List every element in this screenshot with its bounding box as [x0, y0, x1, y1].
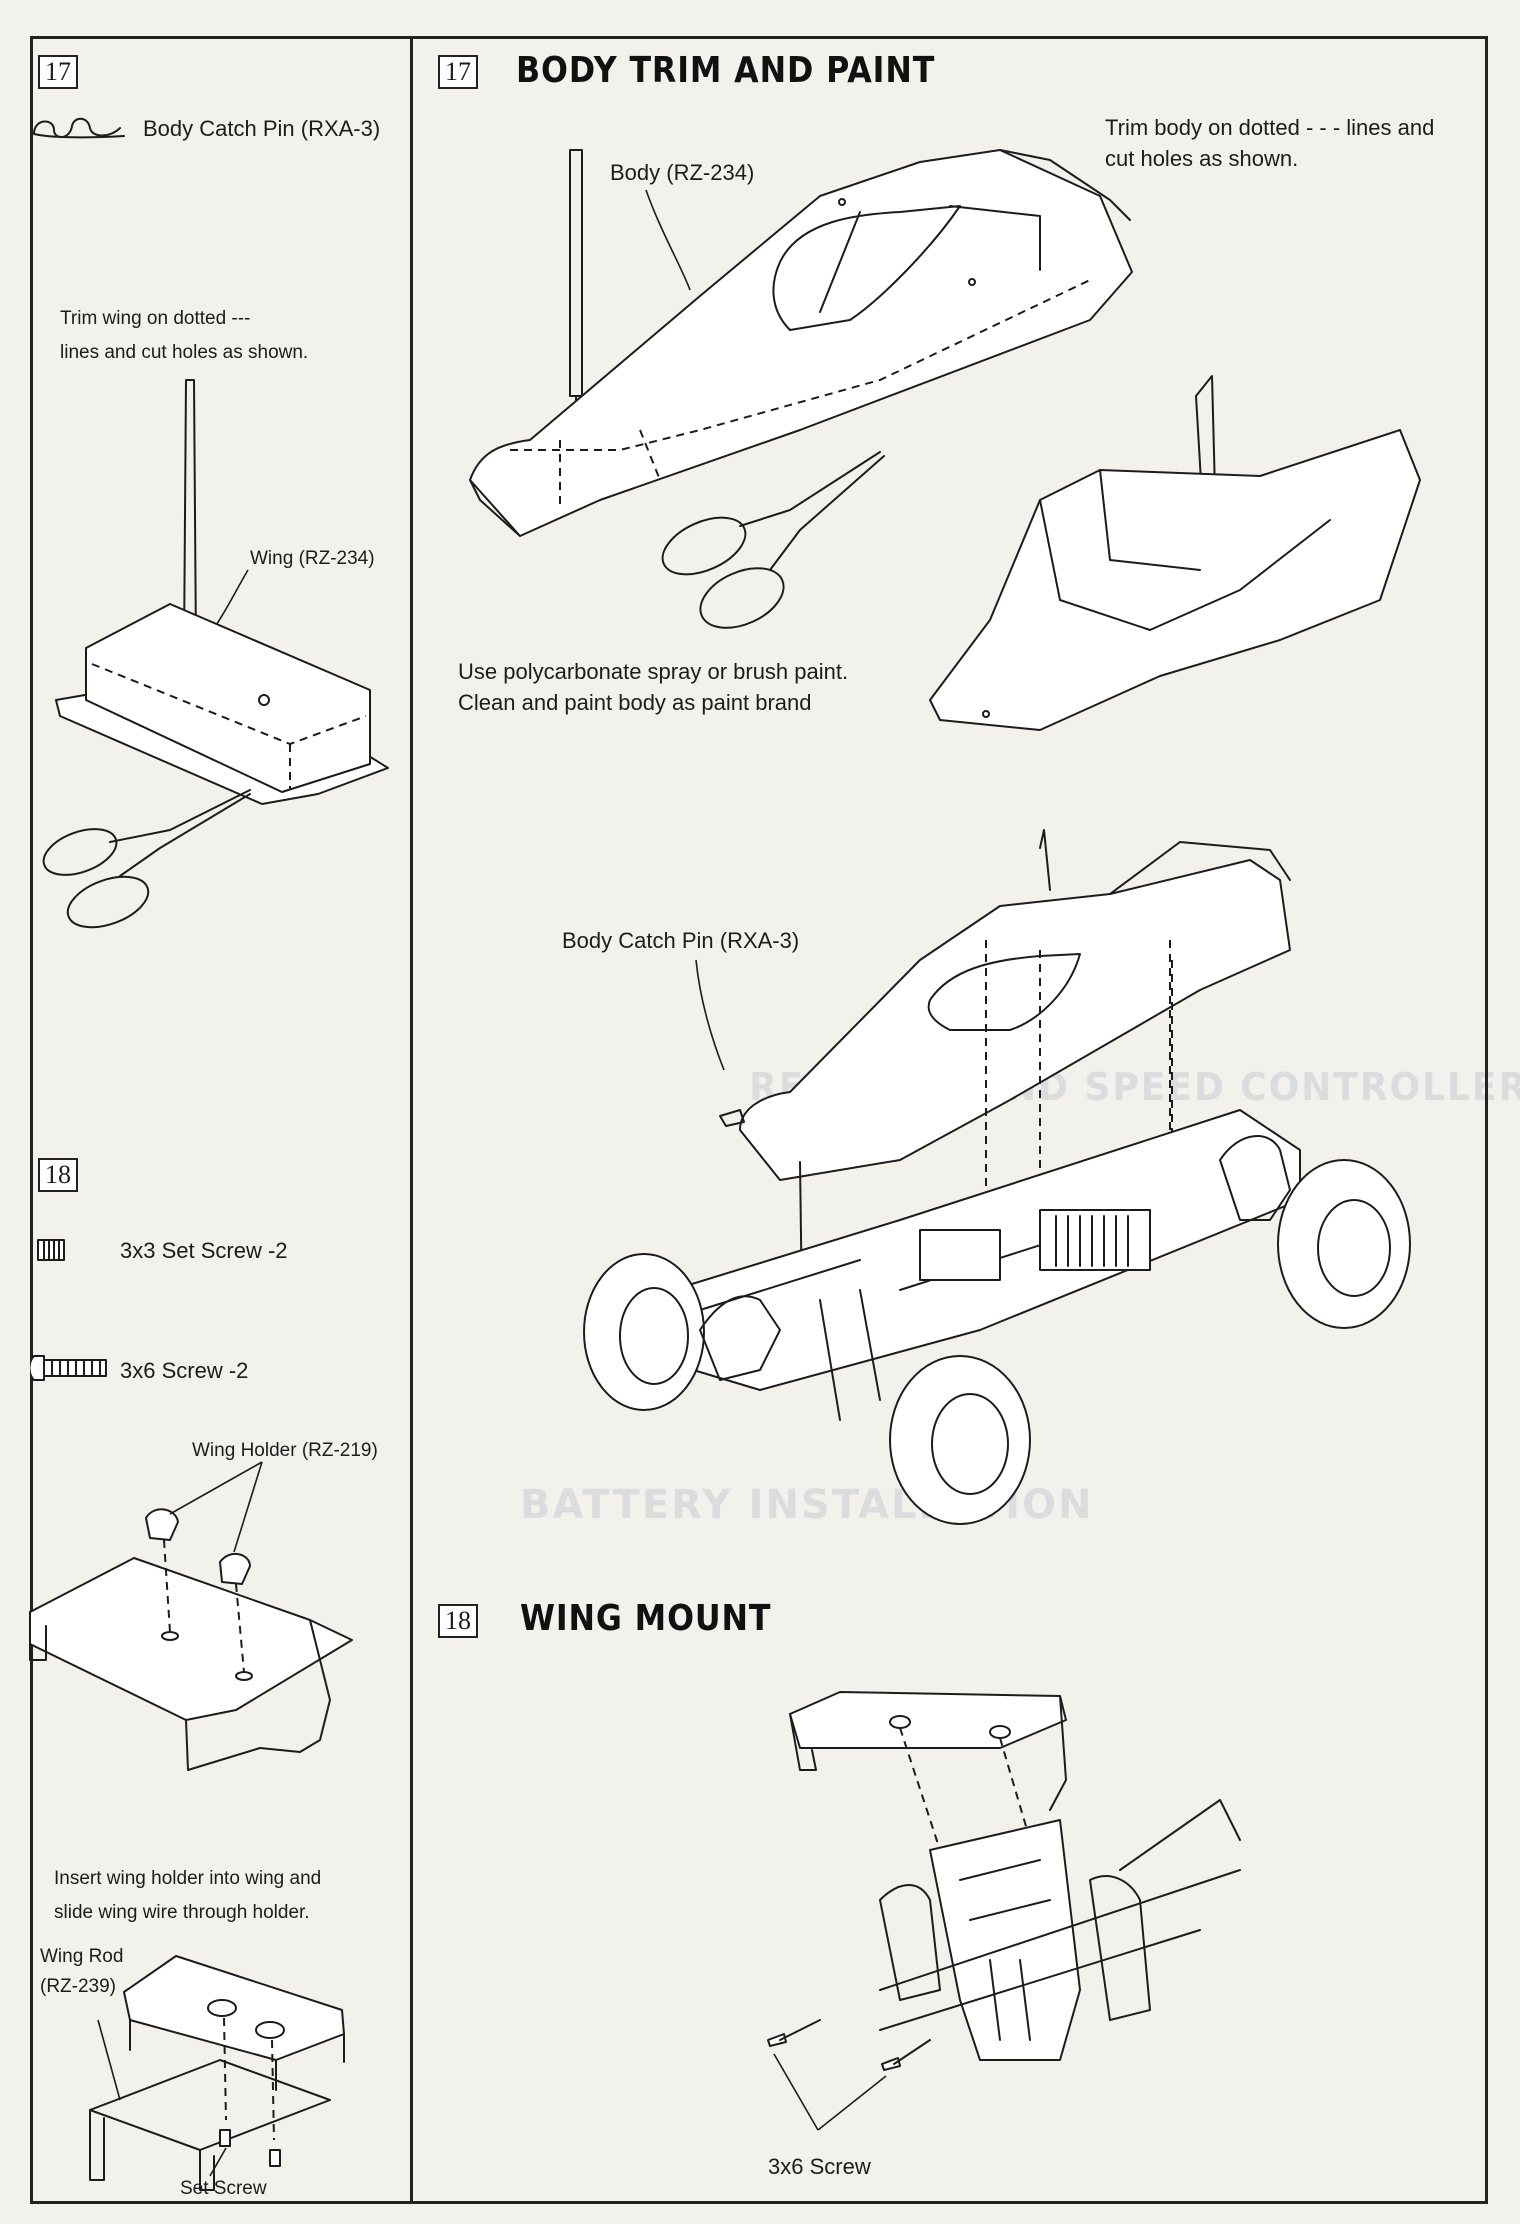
body-trim-heading: BODY TRIM AND PAINT — [516, 50, 936, 91]
insert-holder-line1: Insert wing holder into wing and — [54, 1868, 322, 1889]
trim-wing-line1: Trim wing on dotted --- — [60, 308, 251, 329]
step-number-18-left: 18 — [38, 1158, 78, 1192]
paint-line1: Use polycarbonate spray or brush paint. — [458, 659, 849, 684]
column-divider — [410, 36, 413, 2204]
wing-mount-illustration — [767, 1691, 1241, 2131]
wing-rod-line1: Wing Rod — [40, 1946, 124, 1967]
insert-holder-line2: slide wing wire through holder. — [54, 1902, 310, 1923]
step-number-17: 17 — [438, 55, 478, 89]
trim-wing-line2: lines and cut holes as shown. — [60, 342, 309, 363]
wing-label: Wing (RZ-234) — [250, 548, 375, 569]
set-screw-icon — [36, 1238, 68, 1264]
trim-body-line1: Trim body on dotted - - - lines and — [1105, 115, 1435, 140]
step-number-18: 18 — [438, 1604, 478, 1638]
paint-illustration — [929, 375, 1421, 731]
wing-mount-heading: WING MOUNT — [520, 1598, 772, 1639]
buggy-body-illustration — [583, 829, 1411, 1525]
trim-body-line2: cut holes as shown. — [1105, 146, 1299, 171]
wing-rod-illustration — [89, 1955, 345, 2191]
paint-line2: Clean and paint body as paint brand — [458, 690, 812, 715]
scissors-left — [42, 789, 251, 929]
page-frame — [30, 36, 1488, 2204]
screw-label: 3x6 Screw -2 — [120, 1358, 249, 1383]
trim-wing-instruction: Trim wing on dotted --- lines and cut ho… — [60, 302, 308, 370]
insert-holder-instruction: Insert wing holder into wing and slide w… — [54, 1862, 321, 1930]
body-catch-pin-label: Body Catch Pin (RXA-3) — [143, 116, 381, 141]
set-screw-label: 3x3 Set Screw -2 — [120, 1238, 288, 1263]
paint-note: Use polycarbonate spray or brush paint. … — [458, 656, 848, 718]
body-label: Body (RZ-234) — [610, 160, 755, 185]
wing-trim-illustration — [55, 379, 389, 805]
trim-body-note: Trim body on dotted - - - lines and cut … — [1105, 112, 1434, 174]
wing-holder-label: Wing Holder (RZ-219) — [192, 1440, 378, 1461]
scissors-right — [661, 451, 885, 629]
wing-rod-line2: (RZ-239) — [40, 1976, 117, 1997]
step-number-17-left: 17 — [38, 55, 78, 89]
screw-icon — [28, 1350, 110, 1386]
body-catch-pin-callout: Body Catch Pin (RXA-3) — [562, 928, 800, 953]
screw-callout: 3x6 Screw — [768, 2154, 871, 2179]
body-catch-pin-icon — [30, 108, 130, 144]
wing-holder-illustration — [29, 1461, 353, 1771]
body-trim-illustration — [469, 149, 1133, 537]
wing-rod-label: Wing Rod (RZ-239) — [40, 1942, 123, 2002]
set-screw-callout: Set Screw — [180, 2178, 267, 2199]
